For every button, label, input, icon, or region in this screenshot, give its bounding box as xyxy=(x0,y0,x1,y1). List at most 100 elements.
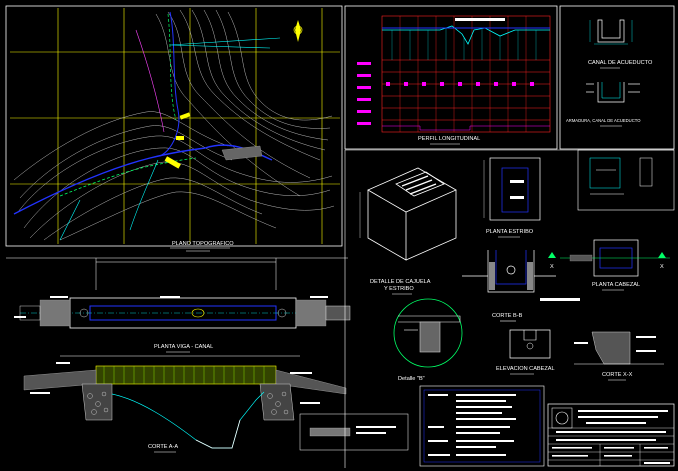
corte-aa-panel: CORTE A-A xyxy=(23,355,347,453)
profile-frame xyxy=(344,5,558,150)
approach-slab-right xyxy=(275,369,347,395)
corte-bb-title: CORTE B-B xyxy=(492,313,523,319)
planta-estribo-title: PLANTA ESTRIBO xyxy=(486,229,534,235)
cabezal-x-marker-left: X xyxy=(550,264,554,270)
corte-aa-title: CORTE A-A xyxy=(148,444,178,450)
topographic-plan-frame xyxy=(5,5,343,247)
canal-section-frame xyxy=(559,5,675,150)
planta-viga-panel: PLANTA VIGA - CANAL xyxy=(14,258,351,353)
topographic-plan-panel: PLANO TOPOGRAFICO xyxy=(5,5,343,252)
small-legend-hatch xyxy=(309,427,351,437)
title-block-rows xyxy=(548,427,674,466)
road-line-2 xyxy=(167,13,177,121)
profile-plot-box xyxy=(381,15,551,133)
profile-header-bar xyxy=(455,18,505,21)
channel-bed xyxy=(195,419,241,449)
estribo-outline xyxy=(489,157,541,221)
left-abutment-section xyxy=(81,383,113,421)
cabezal-x-marker-right: X xyxy=(660,264,664,270)
section-arrow-icon xyxy=(548,252,556,258)
profile-base-line xyxy=(382,125,550,131)
corte-aa-annotations xyxy=(30,362,320,404)
stone-fill-pattern xyxy=(87,391,289,415)
elevacion-cabezal-title: ELEVACION CABEZAL xyxy=(496,366,555,372)
perfil-longitudinal-title: PERFIL LONGITUDINAL xyxy=(418,136,480,142)
detalle-cajuela-title: DETALLE DE CAJUELA xyxy=(370,279,431,285)
detail-b-circle xyxy=(393,298,463,368)
cajuela-detail-panel: DETALLE DE CAJUELA Y ESTRIBO xyxy=(359,167,457,295)
structure-marker-2 xyxy=(176,136,184,140)
profile-band-labels xyxy=(357,62,371,125)
corte-xx-panel: CORTE X-X xyxy=(574,331,664,381)
corte-bb-annotation xyxy=(540,298,580,301)
canal-alignment xyxy=(159,11,180,157)
planta-cabezal-title: PLANTA CABEZAL xyxy=(592,282,640,288)
estribo-inner xyxy=(501,167,529,213)
section-arrow-icon-right xyxy=(658,252,666,258)
magenta-stream xyxy=(135,29,165,133)
elevacion-cabezal-panel: ELEVACION CABEZAL xyxy=(496,329,555,375)
planta-viga-title: PLANTA VIGA - CANAL xyxy=(154,344,213,350)
canal-cross-section xyxy=(589,19,633,45)
isometric-box xyxy=(367,167,457,261)
viga-joint-marker xyxy=(191,308,205,318)
detail-b-content xyxy=(398,315,461,353)
longitudinal-profile-panel: PERFIL LONGITUDINAL xyxy=(344,5,558,150)
title-block-text-lines xyxy=(552,410,670,464)
corte-bb-section xyxy=(462,250,556,293)
planta-estribo-panel: PLANTA ESTRIBO xyxy=(483,157,541,238)
canal-acueducto-title: CANAL DE ACUEDUCTO xyxy=(588,60,653,66)
cabezal-hatch xyxy=(569,254,593,262)
canal-beam-section xyxy=(95,365,277,385)
planta-cabezal-panel: X X PLANTA CABEZAL xyxy=(548,239,670,291)
viga-approach-right xyxy=(325,305,351,321)
coordinate-grid xyxy=(10,8,340,244)
viga-approach-left xyxy=(19,305,41,321)
armadura-canal-title: ARMADURA, CANAL DE ACUEDUCTO xyxy=(566,118,641,123)
structure-marker xyxy=(179,112,191,120)
river-line xyxy=(13,144,273,215)
cabezal-hole xyxy=(526,342,534,350)
profile-ordinates xyxy=(391,28,537,60)
y-estribo-title: Y ESTRIBO xyxy=(384,286,414,292)
corte-bb-hatch xyxy=(489,262,533,290)
title-block-frame xyxy=(547,403,675,467)
viga-detail-marker-right xyxy=(277,308,287,318)
north-arrow-icon xyxy=(293,20,303,42)
cabezal-notch xyxy=(523,330,537,341)
viga-left-abutment xyxy=(39,299,71,327)
cyan-route xyxy=(59,37,281,241)
notes-block xyxy=(299,385,545,467)
corte-bb-panel: CORTE B-B xyxy=(462,250,580,322)
detalle-b-panel: Detalle "B" xyxy=(393,298,463,382)
aqueduct-marker xyxy=(164,156,181,169)
viga-annotations xyxy=(14,296,328,318)
notes-frame xyxy=(419,385,545,467)
cabezal-elevation xyxy=(509,329,551,359)
contour-lines xyxy=(13,9,335,241)
corte-xx-title: CORTE X-X xyxy=(602,372,633,378)
title-block xyxy=(547,403,675,467)
small-legend-lines xyxy=(356,426,396,434)
corte-xx-annotations xyxy=(574,336,656,352)
institution-logo-icon xyxy=(555,411,569,425)
grey-hatch-area xyxy=(221,145,263,161)
isometric-grate xyxy=(401,175,437,195)
profile-band-markers xyxy=(386,82,534,86)
right-abutment-section xyxy=(259,383,295,421)
viga-right-abutment xyxy=(295,299,327,327)
detail-box-content xyxy=(589,157,653,195)
beam-reinforcement-hatch xyxy=(103,366,265,384)
reinforcement-detail xyxy=(586,82,640,103)
profile-vertical-grid xyxy=(399,16,527,132)
detalle-b-title: Detalle "B" xyxy=(398,376,425,382)
road-line xyxy=(59,157,197,197)
small-legend-box xyxy=(299,413,409,451)
profile-bands xyxy=(382,59,550,121)
notes-text-lines xyxy=(428,394,516,456)
plano-topografico-title: PLANO TOPOGRAFICO xyxy=(172,241,234,247)
viga-detail-marker-left xyxy=(79,308,89,318)
notes-inner xyxy=(423,389,541,463)
estribo-hatch xyxy=(510,180,524,199)
